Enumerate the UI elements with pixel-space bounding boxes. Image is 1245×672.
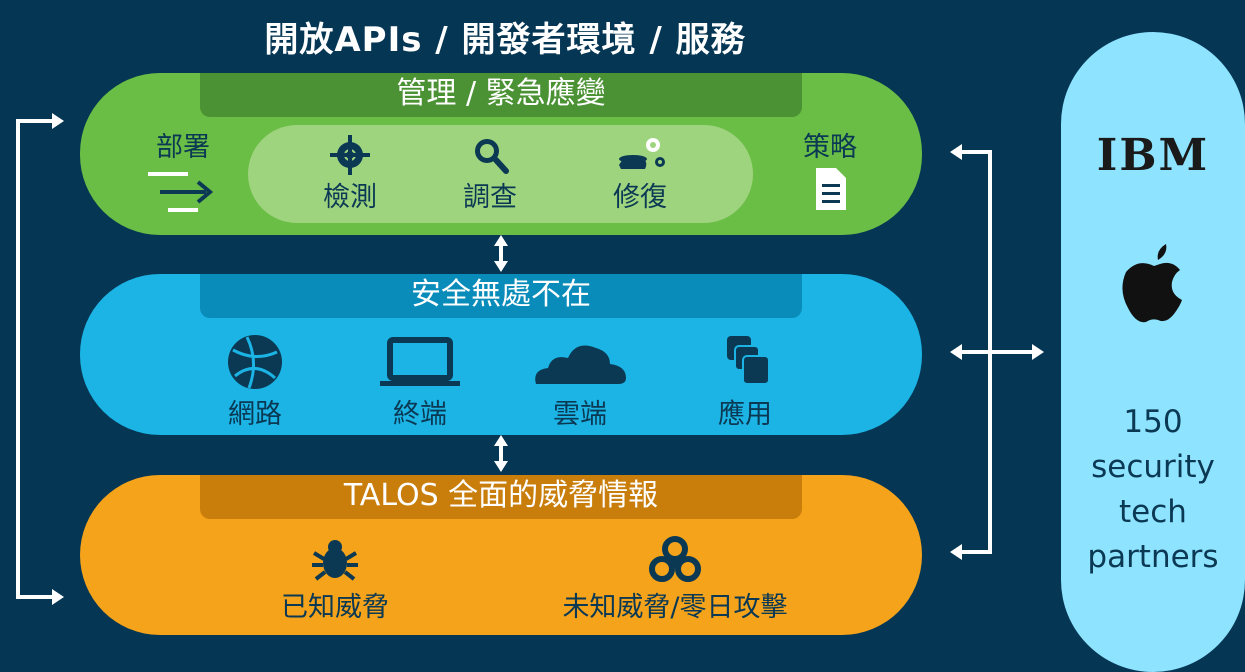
cloud-label: 雲端: [553, 399, 607, 430]
globe-icon: [228, 335, 282, 389]
document-icon: [816, 168, 846, 210]
security-header: 安全無處不在: [200, 274, 802, 318]
target-icon: [330, 135, 370, 175]
deploy-item: 部署: [128, 125, 238, 224]
magnifier-icon: [475, 139, 509, 174]
known-threats-item: 已知威脅: [250, 535, 420, 624]
deploy-arrows-icon: [148, 172, 214, 212]
partner-panel: [1061, 32, 1245, 672]
spy-gears-icon: [619, 138, 665, 169]
apps-label: 應用: [718, 399, 772, 430]
response-cycle: [248, 125, 753, 223]
partners-text: 150 security tech partners: [1061, 400, 1245, 580]
detect-item: 檢測: [295, 135, 405, 214]
management-layer: 管理 / 緊急應變 部署 檢測 調查: [80, 73, 922, 235]
investigate-label: 調查: [463, 182, 517, 213]
policy-item: 策略: [780, 125, 880, 214]
endpoint-item: 終端: [365, 332, 475, 431]
remediate-item: 修復: [580, 135, 700, 214]
cloud-item: 雲端: [525, 332, 635, 431]
network-item: 網路: [205, 332, 305, 431]
ibm-logo: IBM: [1096, 130, 1210, 181]
endpoint-label: 終端: [393, 399, 447, 430]
management-header: 管理 / 緊急應變: [200, 73, 802, 117]
partners-line-partners: partners: [1087, 539, 1219, 575]
biohazard-icon: [649, 536, 701, 582]
bug-icon: [312, 540, 358, 581]
partners-line-security: security: [1091, 449, 1215, 485]
policy-label: 策略: [803, 132, 857, 163]
deploy-label: 部署: [156, 132, 210, 163]
apps-item: 應用: [695, 332, 795, 431]
cloud-icon: [535, 345, 626, 384]
security-layer: 安全無處不在 網路 終端 雲端 應用: [80, 274, 922, 435]
talos-header: TALOS 全面的威脅情報: [200, 475, 802, 519]
page-title: 開放APIs / 開發者環境 / 服務: [264, 20, 746, 60]
known-threats-label: 已知威脅: [281, 592, 389, 623]
stacked-apps-icon: [727, 336, 770, 385]
investigate-item: 調查: [435, 135, 545, 214]
laptop-icon: [380, 337, 460, 386]
partners-count: 150: [1123, 404, 1183, 440]
remediate-label: 修復: [613, 182, 667, 213]
talos-layer: TALOS 全面的威脅情報 已知威脅 未知威脅/零日攻擊: [80, 475, 922, 635]
detect-label: 檢測: [323, 182, 377, 213]
unknown-threats-item: 未知威脅/零日攻擊: [545, 535, 805, 624]
apple-logo-icon: [1122, 244, 1182, 323]
unknown-threats-label: 未知威脅/零日攻擊: [562, 592, 788, 623]
partners-line-tech: tech: [1119, 494, 1187, 530]
network-label: 網路: [228, 399, 282, 430]
